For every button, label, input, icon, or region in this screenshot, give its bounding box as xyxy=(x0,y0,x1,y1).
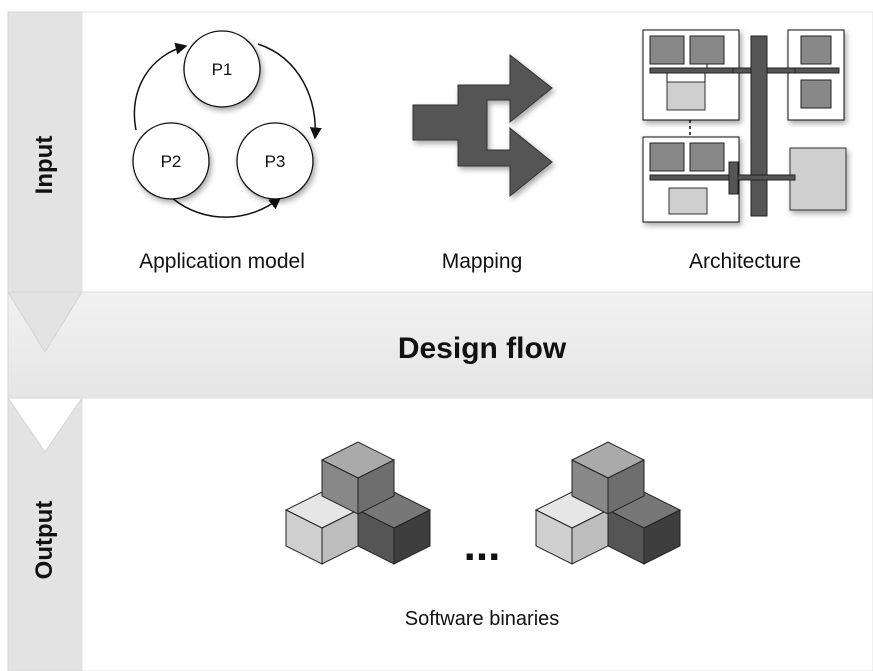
ellipsis: ... xyxy=(464,521,501,570)
process-label-p1: P1 xyxy=(212,60,233,79)
binary-cube-mid-2 xyxy=(570,441,646,515)
process-node-p1 xyxy=(183,30,261,108)
network-interface xyxy=(728,161,739,195)
mapping: Mapping xyxy=(412,53,553,273)
process-node-p3 xyxy=(236,122,314,200)
software-binaries xyxy=(284,441,682,565)
input-section-label: Input xyxy=(31,136,58,195)
process-label-p2: P2 xyxy=(161,152,182,171)
binary-cube-mid-1 xyxy=(320,441,396,515)
output-panel xyxy=(81,397,873,671)
section-rail xyxy=(7,11,83,671)
output-section-label: Output xyxy=(31,501,58,580)
bus xyxy=(750,35,768,217)
memory-block xyxy=(789,147,847,211)
architecture: Architecture xyxy=(642,29,847,273)
mapping-arrow-icon xyxy=(412,53,553,198)
edge-p2-p3 xyxy=(171,197,282,218)
process-label-p3: P3 xyxy=(265,152,286,171)
architecture-caption: Architecture xyxy=(689,250,801,273)
application-model: P1 P2 P3 Application model xyxy=(132,30,322,273)
application-model-caption: Application model xyxy=(139,250,305,273)
design-flow-label: Design flow xyxy=(398,332,567,365)
edge-p2-p1 xyxy=(133,42,188,131)
edge-p1-p3 xyxy=(257,43,322,140)
software-binaries-caption: Software binaries xyxy=(405,608,560,630)
process-node-p2 xyxy=(132,122,210,200)
mapping-caption: Mapping xyxy=(442,250,523,273)
